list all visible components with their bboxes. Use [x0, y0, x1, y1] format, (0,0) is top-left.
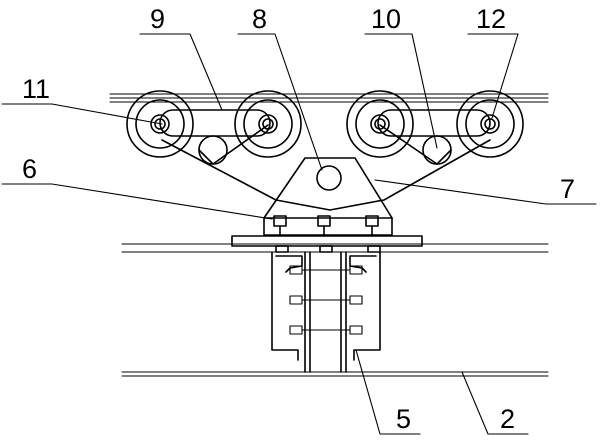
leader-7	[374, 179, 597, 205]
leader-2	[461, 371, 529, 435]
leader-lines	[1, 33, 597, 435]
leader-5	[355, 349, 421, 435]
upper-beam	[121, 243, 549, 253]
wheel-1	[126, 90, 194, 158]
bracket-7	[161, 139, 491, 219]
wheel-3	[346, 90, 414, 158]
wheel-4	[456, 90, 524, 158]
leader-12	[467, 33, 519, 119]
wheel-2	[234, 90, 302, 158]
callout-label-11: 11	[22, 74, 50, 104]
callout-label-8: 8	[252, 4, 267, 34]
callout-label-5: 5	[396, 404, 411, 434]
callout-label-9: 9	[150, 4, 165, 34]
pivot-pin-8	[316, 165, 342, 191]
leader-6	[1, 183, 273, 220]
link-plates	[159, 109, 491, 165]
mount-plate-6	[263, 215, 393, 236]
link-pin-9	[198, 135, 228, 165]
callout-label-7: 7	[560, 174, 575, 204]
leader-8	[237, 33, 323, 171]
callout-label-2: 2	[500, 404, 515, 434]
callout-label-10: 10	[371, 4, 401, 34]
link-plate-9	[159, 109, 271, 137]
leader-11	[1, 103, 163, 125]
hanger-5	[271, 251, 381, 373]
lower-beam-2	[121, 371, 549, 377]
leader-9	[139, 33, 223, 111]
callout-label-12: 12	[476, 4, 506, 34]
hanger-bolts	[289, 265, 363, 335]
callout-label-6: 6	[22, 154, 37, 184]
link-pin-10	[422, 135, 452, 165]
